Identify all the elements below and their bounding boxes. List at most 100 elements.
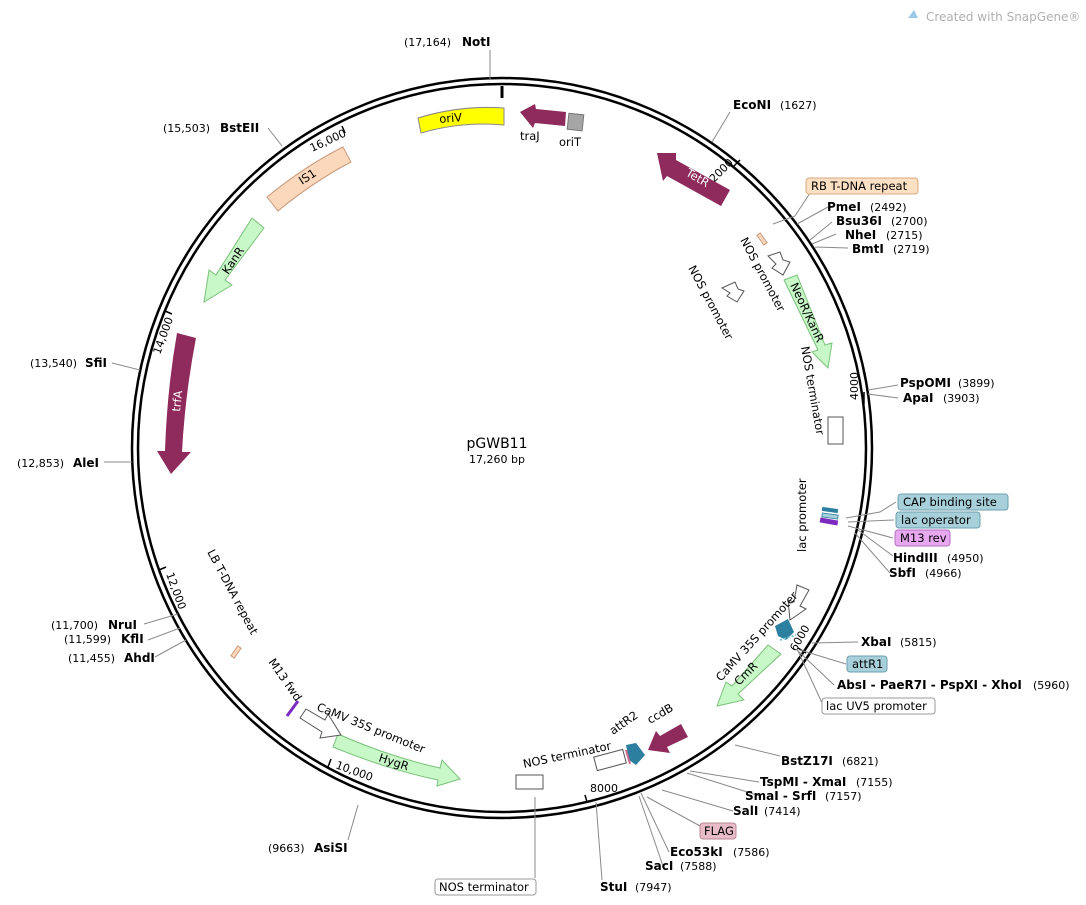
- enzyme-saci-pos: (7588): [680, 860, 717, 873]
- enzyme-smai-pos: (7157): [825, 790, 862, 803]
- enzyme-bstz17i-name: BstZ17I: [781, 754, 833, 768]
- nos-terminator-2-box: [593, 748, 627, 772]
- tetr-arrow: [657, 153, 730, 206]
- enzyme-asisi-name: AsiSI: [314, 841, 348, 855]
- kanr-arrow: [203, 217, 265, 303]
- enzyme-hindiii-name: HindIII: [893, 551, 938, 565]
- enzyme-eco53ki: Eco53kI (7586): [670, 845, 770, 859]
- enzyme-eco53ki-pos: (7586): [733, 846, 770, 859]
- nos-promoter-1-arrow: [767, 251, 791, 276]
- boxed-lac-uv5: lac UV5 promoter: [821, 697, 936, 715]
- plasmid-name: pGWB11: [467, 436, 528, 452]
- enzyme-xbai-name: XbaI: [861, 635, 891, 649]
- feature-nos-terminator-2: NOS terminator: [522, 739, 631, 772]
- boxed-cap-binding: CAP binding site: [897, 493, 1009, 511]
- boxed-rb-tdna-text: RB T-DNA repeat: [811, 179, 908, 193]
- boxed-lac-uv5-text: lac UV5 promoter: [826, 699, 927, 713]
- feature-lac-promoter: lac promoter: [795, 478, 839, 552]
- boxed-m13-rev: M13 rev: [894, 529, 951, 547]
- feature-ccdb: ccdB: [645, 701, 688, 753]
- enzyme-econi-pos: (1627): [780, 99, 817, 112]
- enzyme-asisi: (9663) AsiSI: [268, 841, 348, 855]
- camv35s-1-arrow: [787, 584, 810, 621]
- enzyme-sbfi: SbfI (4966): [889, 566, 962, 580]
- boxed-lac-uv5-bg: [821, 697, 936, 715]
- nos-promoter-2-label: NOS promoter: [685, 263, 736, 342]
- tick-label-4000: 4000: [848, 372, 861, 400]
- lac-cluster-m13rev: [819, 517, 839, 526]
- enzyme-pspomi-name: PspOMI: [900, 376, 951, 390]
- enzyme-ahdi-pos: (11,455): [68, 652, 115, 665]
- enzyme-kfli: (11,599) KflI: [64, 632, 144, 646]
- watermark-text: Created with SnapGene®: [926, 10, 1080, 24]
- enzyme-pmei: PmeI (2492): [827, 200, 907, 214]
- enzyme-xbai: XbaI (5815): [861, 635, 937, 649]
- enzyme-saci: SacI (7588): [645, 859, 717, 873]
- m13fwd-label: M13 fwd: [266, 656, 305, 704]
- feature-nos-promoter-1: NOS promoter: [737, 235, 791, 314]
- boxed-flag-text: FLAG: [704, 824, 734, 838]
- plasmid-size: 17,260 bp: [469, 453, 525, 466]
- enzyme-alei-pos: (12,853): [17, 457, 64, 470]
- orit-shape: [566, 112, 585, 132]
- enzyme-bmti-pos: (2719): [893, 243, 930, 256]
- enzyme-apai-pos: (3903): [943, 392, 980, 405]
- boxed-m13-rev-text: M13 rev: [900, 531, 947, 545]
- attr2-arrow: [626, 743, 645, 765]
- enzyme-noti-name: NotI: [462, 35, 491, 49]
- boxed-m13-rev-bg: [894, 529, 951, 547]
- enzyme-sfii: (13,540) SfiI: [30, 356, 107, 370]
- enzyme-asisi-pos: (9663): [268, 842, 305, 855]
- flag-mark: [625, 749, 631, 765]
- enzyme-nhei-name: NheI: [845, 228, 876, 242]
- nos-terminator-3-box: [515, 774, 544, 790]
- enzyme-nhei-pos: (2715): [886, 229, 923, 242]
- enzyme-bstz17i-pos: (6821): [842, 755, 879, 768]
- feature-lb-tdna: LB T-DNA repeat: [204, 547, 261, 659]
- trfa-label: trfA: [169, 390, 185, 413]
- enzyme-hindiii: HindIII (4950): [893, 551, 984, 565]
- enzyme-econi: EcoNI (1627): [733, 98, 817, 112]
- nos-promoter-2-arrow: [720, 281, 745, 303]
- enzyme-econi-name: EcoNI: [733, 98, 771, 112]
- attr2-label: attR2: [607, 708, 641, 737]
- boxed-lac-operator-bg: [895, 511, 981, 529]
- lac-cluster-operator: [821, 512, 839, 520]
- boxed-flag-bg: [699, 822, 737, 840]
- oriv-label: oriV: [439, 110, 463, 126]
- enzyme-bsteii: (15,503) BstEII: [163, 121, 259, 135]
- boxed-nos-terminator-text: NOS terminator: [439, 880, 529, 894]
- orit-label: oriT: [559, 135, 582, 149]
- boxed-rb-tdna: RB T-DNA repeat: [805, 177, 919, 195]
- tick-4000: 4000: [848, 372, 865, 404]
- enzyme-sfii-name: SfiI: [85, 356, 107, 370]
- enzyme-nhei: NheI (2715): [845, 228, 923, 242]
- hygr-label: HygR: [377, 751, 411, 774]
- nos-promoter-1-label: NOS promoter: [737, 235, 788, 314]
- enzyme-xbai-pos: (5815): [900, 636, 937, 649]
- cmr-arrow: [716, 644, 782, 707]
- enzyme-smai-name: SmaI - SrfI: [745, 789, 816, 803]
- feature-traj: traJ: [520, 104, 566, 143]
- lb-tdna-mark: [230, 645, 242, 659]
- nos-terminator-1-box: [827, 416, 844, 445]
- lac-promoter-label: lac promoter: [795, 478, 809, 552]
- enzyme-tspmi: TspMI - XmaI (7155): [760, 775, 893, 789]
- enzyme-apai-name: ApaI: [903, 391, 933, 405]
- feature-oriv: oriV: [417, 106, 505, 134]
- leader-lines: [104, 50, 899, 881]
- feature-kanr: KanR: [203, 217, 265, 303]
- enzyme-bmti: BmtI (2719): [852, 242, 930, 256]
- enzyme-sali: SalI (7414): [733, 804, 801, 818]
- enzyme-bsu36i-pos: (2700): [891, 215, 928, 228]
- hygr-arrow: [332, 733, 461, 787]
- feature-nos-promoter-2: NOS promoter: [685, 263, 745, 342]
- lac-cluster-cap: [821, 506, 839, 514]
- enzyme-stui: StuI (7947): [600, 880, 672, 894]
- attr1-dots: [779, 634, 797, 641]
- neor-kanr-label: NeoR/KanR: [787, 280, 827, 344]
- enzyme-bmti-name: BmtI: [852, 242, 884, 256]
- enzyme-bsu36i-name: Bsu36I: [836, 214, 882, 228]
- enzyme-tspmi-pos: (7155): [856, 776, 893, 789]
